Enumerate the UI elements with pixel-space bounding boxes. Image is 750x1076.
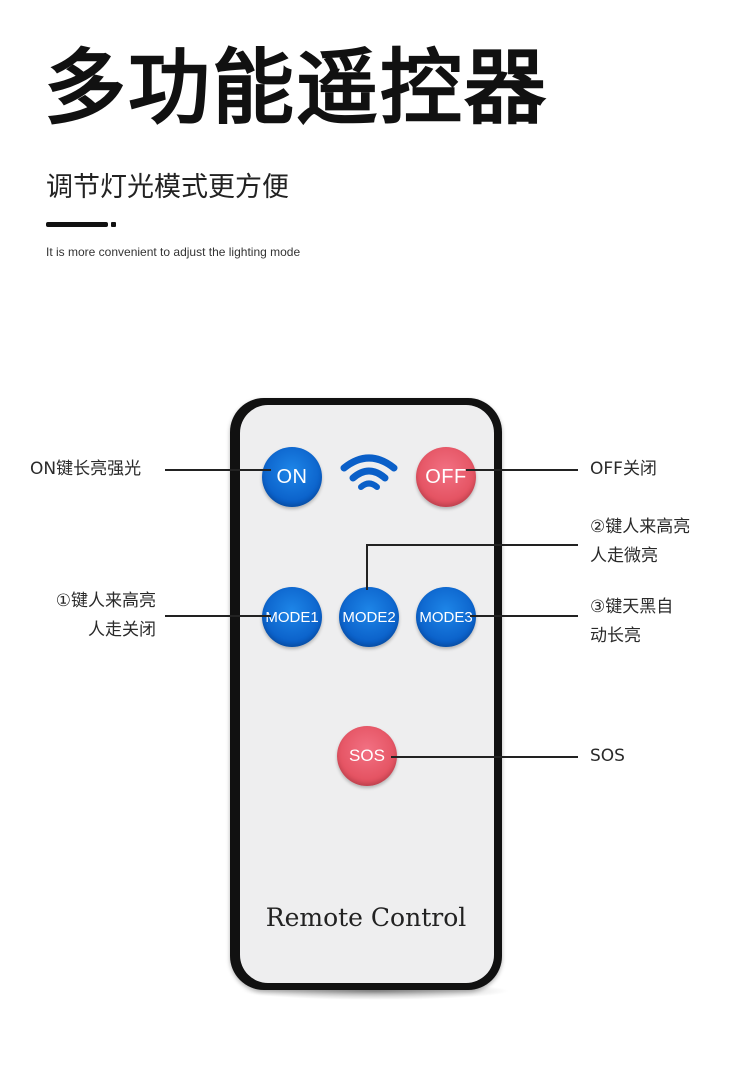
- page-title: 多功能遥控器: [44, 41, 549, 136]
- on-button-label: ON: [276, 465, 308, 488]
- mode1-callout-line: [165, 615, 271, 617]
- mode3-button-label: MODE3: [419, 608, 473, 626]
- mode1-button-label: MODE1: [265, 608, 319, 626]
- mode3-callout-line2: 动长亮: [590, 626, 641, 646]
- mode3-callout: ③键天黑自 动长亮: [590, 593, 673, 651]
- off-button-label: OFF: [425, 465, 467, 488]
- off-callout-line: [466, 469, 578, 471]
- off-button[interactable]: OFF: [416, 447, 476, 507]
- mode1-callout-line2: 人走关闭: [88, 620, 156, 640]
- mode3-button[interactable]: MODE3: [416, 587, 476, 647]
- on-callout: ON键长亮强光: [30, 459, 142, 479]
- mode3-callout-line: [470, 615, 578, 617]
- sos-callout-line: [391, 756, 578, 758]
- page-subtitle: 调节灯光模式更方便: [46, 172, 289, 203]
- mode1-callout: ①键人来高亮 人走关闭: [20, 587, 156, 645]
- sos-callout: SOS: [590, 746, 625, 766]
- mode2-callout: ②键人来高亮 人走微亮: [590, 513, 690, 571]
- mode2-button-label: MODE2: [342, 608, 396, 626]
- remote-brand-text: Remote Control: [265, 903, 467, 932]
- mode2-callout-line2: 人走微亮: [590, 546, 658, 566]
- mode2-button[interactable]: MODE2: [339, 587, 399, 647]
- on-button[interactable]: ON: [262, 447, 322, 507]
- mode2-callout-line-horizontal: [366, 544, 578, 546]
- mode1-callout-line1: ①键人来高亮: [55, 591, 156, 611]
- wifi-signal-icon: [340, 454, 398, 490]
- accent-bar: [46, 222, 108, 227]
- english-caption: It is more convenient to adjust the ligh…: [46, 245, 301, 259]
- off-callout: OFF关闭: [590, 459, 657, 479]
- on-callout-line: [165, 469, 271, 471]
- mode3-callout-line1: ③键天黑自: [590, 597, 674, 617]
- sos-button[interactable]: SOS: [337, 726, 397, 786]
- accent-dot: [111, 222, 116, 227]
- mode2-callout-line1: ②键人来高亮: [590, 517, 691, 537]
- mode1-button[interactable]: MODE1: [262, 587, 322, 647]
- mode2-callout-line-vertical: [366, 544, 368, 590]
- sos-button-label: SOS: [349, 746, 385, 765]
